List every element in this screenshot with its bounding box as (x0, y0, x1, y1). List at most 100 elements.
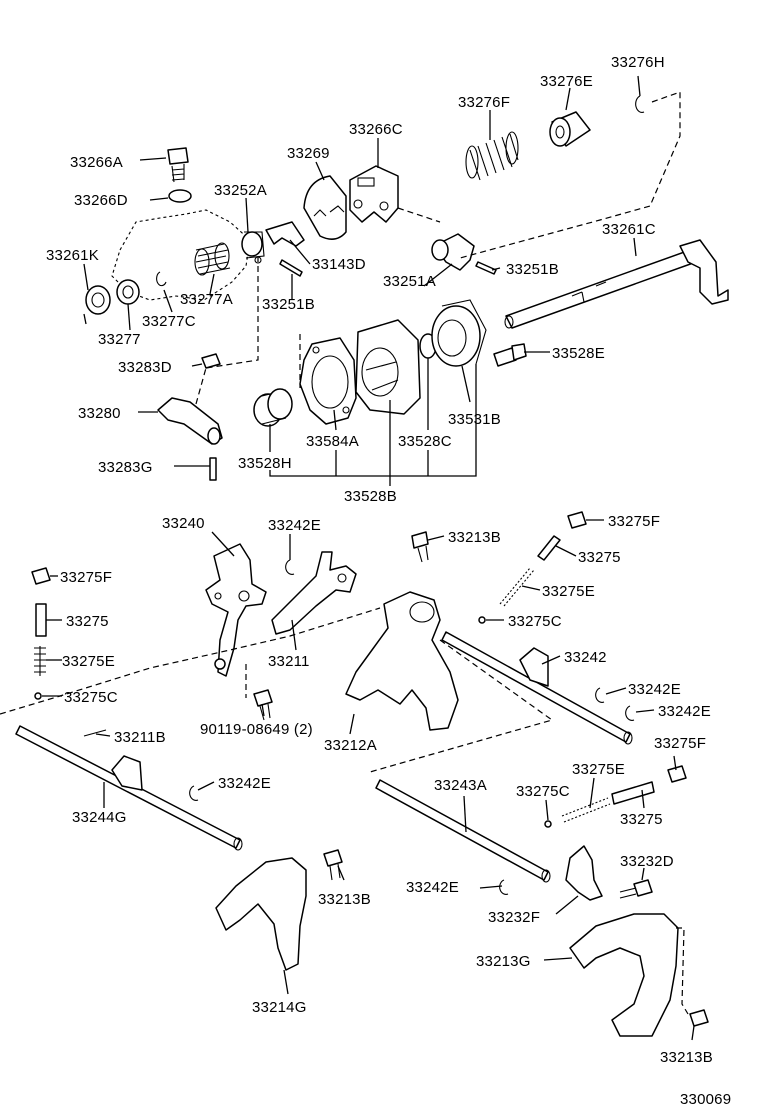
pin-33283G (209, 457, 217, 481)
clip-33242E-r1 (595, 687, 605, 703)
label-33232F: 33232F (488, 909, 540, 926)
label-33261K: 33261K (46, 247, 99, 264)
clip-33276H (635, 95, 645, 113)
label-33584A: 33584A (306, 433, 359, 450)
plug-33275F-low (667, 765, 687, 783)
label-33276H: 33276H (611, 54, 665, 71)
label-33277C: 33277C (142, 313, 196, 330)
spring-33275E-low (561, 797, 611, 823)
label-33242E-r2: 33242E (658, 703, 711, 720)
part-labels: 33276H 33276E 33276F 33266C 33266A 33269… (46, 54, 731, 1108)
fork-33214G (215, 857, 307, 971)
rod-33243A (375, 779, 551, 883)
label-33277A: 33277A (180, 291, 233, 308)
label-33275F-low: 33275F (654, 735, 706, 752)
bushing-33276E (549, 111, 591, 147)
plate-33269 (303, 175, 347, 240)
label-33275E-left: 33275E (62, 653, 115, 670)
spring-33277A (194, 242, 231, 276)
label-33277: 33277 (98, 331, 141, 348)
gasket-33584A (299, 337, 357, 425)
label-33242: 33242 (564, 649, 607, 666)
label-33251B-left: 33251B (262, 296, 315, 313)
bearing-33528H (253, 388, 293, 427)
pin-33252A (241, 231, 265, 264)
bolt-33266A (167, 147, 189, 183)
head-33232F (565, 845, 603, 901)
clip-33242E-low (499, 879, 509, 895)
label-33280: 33280 (78, 405, 121, 422)
label-33213G: 33213G (476, 953, 531, 970)
plug-33283D (201, 353, 221, 369)
label-33213B-low: 33213B (660, 1049, 713, 1066)
bolt-33213B-top (411, 531, 429, 563)
label-33275E-low: 33275E (572, 761, 625, 778)
label-33266C: 33266C (349, 121, 403, 138)
label-33275-low: 33275 (620, 811, 663, 828)
spring-33276F (465, 131, 519, 181)
ball-33275C-low (544, 820, 552, 828)
label-33275C-right: 33275C (508, 613, 562, 630)
label-33212A: 33212A (324, 737, 377, 754)
lever-33211 (271, 551, 357, 635)
fork-33212A (345, 591, 459, 731)
label-33269: 33269 (287, 145, 330, 162)
plug-33275F-right (567, 511, 587, 529)
clip-33242E-mid (189, 785, 199, 801)
shaft-33261C (504, 239, 729, 329)
washer-33266D (168, 189, 192, 203)
diagram-id: 330069 (680, 1091, 731, 1108)
label-33252A: 33252A (214, 182, 267, 199)
seal-33531B (431, 299, 487, 367)
label-33232D: 33232D (620, 853, 674, 870)
label-33261C: 33261C (602, 221, 656, 238)
bolt-33528E (493, 343, 527, 367)
label-33213B-mid: 33213B (318, 891, 371, 908)
label-33275C-low: 33275C (516, 783, 570, 800)
label-33214G: 33214G (252, 999, 307, 1016)
label-33251B-right: 33251B (506, 261, 559, 278)
label-33211: 33211 (268, 653, 310, 670)
label-33276E: 33276E (540, 73, 593, 90)
label-33211B: 33211B (114, 729, 166, 746)
bolt-33213B-mid (323, 849, 343, 881)
label-33528C: 33528C (398, 433, 452, 450)
label-33213B-top: 33213B (448, 529, 501, 546)
pin-33275-left (35, 603, 47, 637)
pin-33251B-left (279, 259, 303, 277)
label-33242E-mid: 33242E (218, 775, 271, 792)
head-33240 (205, 543, 267, 677)
label-33143D: 33143D (312, 256, 366, 273)
label-33242E-top: 33242E (268, 517, 321, 534)
label-33266A: 33266A (70, 154, 123, 171)
label-33275F-left: 33275F (60, 569, 112, 586)
pin-33275-low (611, 781, 655, 805)
fork-33213G (569, 913, 679, 1037)
label-33283G: 33283G (98, 459, 153, 476)
label-33251A: 33251A (383, 273, 436, 290)
label-90119-08649: 90119-08649 (2) (200, 721, 313, 738)
label-33275C-left: 33275C (64, 689, 118, 706)
label-33242E-r1: 33242E (628, 681, 681, 698)
bolt-33213B-low (689, 1009, 709, 1027)
clip-33143D (265, 221, 305, 247)
retainer (355, 319, 421, 415)
rod-33244G (15, 725, 243, 851)
label-33528E: 33528E (552, 345, 605, 362)
bracket-33266C (349, 165, 399, 223)
plug-33275F-left (31, 567, 51, 585)
label-33275E-right: 33275E (542, 583, 595, 600)
label-33528B: 33528B (344, 488, 397, 505)
label-33275-right: 33275 (578, 549, 621, 566)
label-33276F: 33276F (458, 94, 510, 111)
label-33266D: 33266D (74, 192, 128, 209)
label-33242E-low: 33242E (406, 879, 459, 896)
lever-33251A (431, 233, 475, 271)
label-33240: 33240 (162, 515, 205, 532)
dashed-centerlines (0, 91, 689, 1015)
ball-33275C-right (478, 616, 486, 624)
clip-33242E-top (285, 559, 295, 575)
label-33531B: 33531B (448, 411, 501, 428)
